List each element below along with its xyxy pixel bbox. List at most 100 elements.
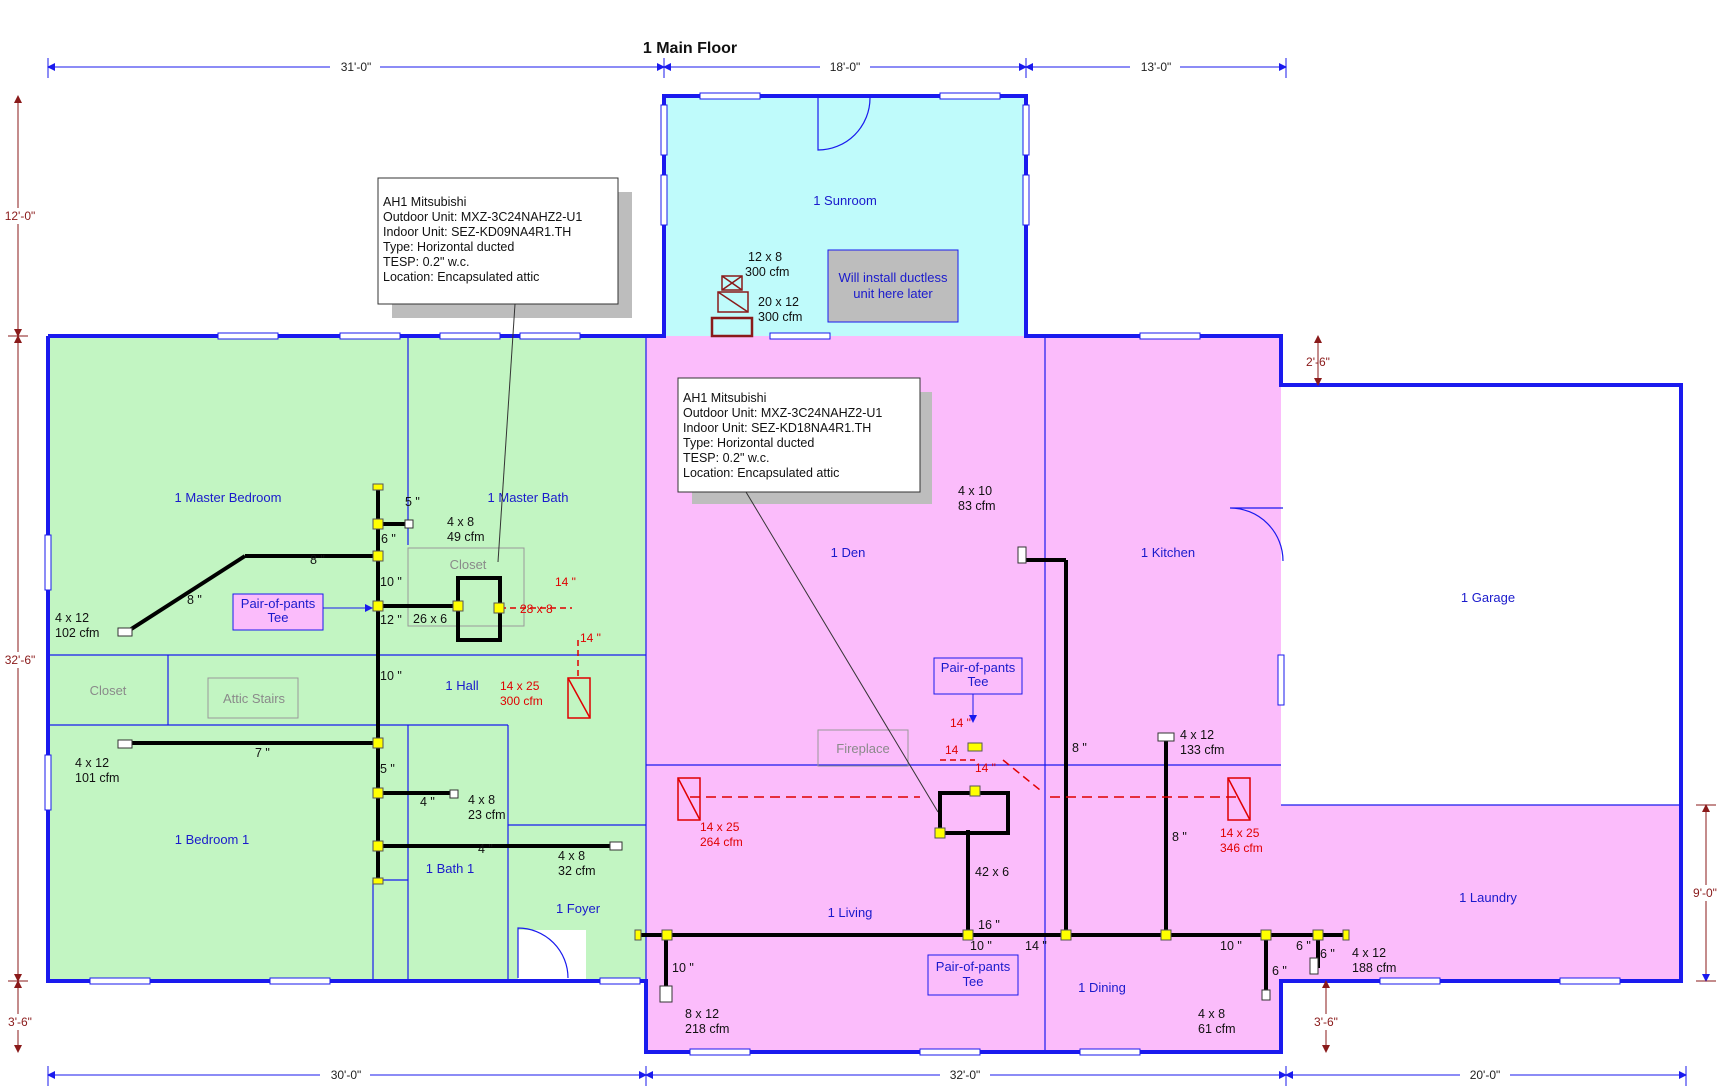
pants-tee-living-l1: Pair-of-pants xyxy=(936,959,1011,974)
duct-e10b: 10 " xyxy=(1220,939,1242,953)
closet-west-label: Closet xyxy=(90,683,127,698)
dimension-labels: 31'-0" 18'-0" 13'-0" 30'-0" 32'-0" 20'-0… xyxy=(2,58,1718,1083)
doors xyxy=(517,97,1284,979)
ret-living-right-2: 346 cfm xyxy=(1220,841,1263,855)
duct-r14d: 14 xyxy=(945,743,959,757)
note1-line2: Outdoor Unit: MXZ-3C24NAHZ2-U1 xyxy=(383,210,582,224)
note2-line4: Type: Horizontal ducted xyxy=(683,436,814,450)
pants-tee-west-l1: Pair-of-pants xyxy=(241,596,316,611)
duct-e16: 16 " xyxy=(978,918,1000,932)
reg-sunroom-a-1: 12 x 8 xyxy=(748,250,782,264)
reg-living-1: 8 x 12 xyxy=(685,1007,719,1021)
duct-w8a: 8 " xyxy=(310,553,325,567)
duct-e42x6: 42 x 6 xyxy=(975,865,1009,879)
reg-mbath-1: 4 x 8 xyxy=(447,515,474,529)
ret-living-left-1: 14 x 25 xyxy=(700,820,740,834)
sunroom-grilles xyxy=(710,275,754,338)
dim-top-1: 31'-0" xyxy=(341,60,372,74)
dim-bottom-1: 30'-0" xyxy=(331,1068,362,1082)
dim-left-3: 3'-6" xyxy=(8,1015,32,1029)
note1-line3: Indoor Unit: SEZ-KD09NA4R1.TH xyxy=(383,225,571,239)
reg-laundry-1: 4 x 12 xyxy=(1352,946,1386,960)
dim-bottom-2: 32'-0" xyxy=(950,1068,981,1082)
interior-walls xyxy=(48,336,1681,1052)
dim-top-3: 13'-0" xyxy=(1141,60,1172,74)
note1-line1: AH1 Mitsubishi xyxy=(383,195,466,209)
room-den: 1 Den xyxy=(831,545,866,560)
fireplace-box xyxy=(817,729,909,767)
windows xyxy=(44,92,1621,1056)
dim-right-1: 2'-6" xyxy=(1306,355,1330,369)
reg-hall-2: 23 cfm xyxy=(468,808,506,822)
room-kitchen: 1 Kitchen xyxy=(1141,545,1195,560)
gray-features: Closet Closet Attic Stairs Fireplace xyxy=(90,547,909,767)
duct-w5: 5 " xyxy=(405,495,420,509)
duct-w12: 12 " xyxy=(380,613,402,627)
duct-w8b: 8 " xyxy=(187,593,202,607)
return-labels: 14 x 25 300 cfm 14 x 25 264 cfm 14 x 25 … xyxy=(500,679,1263,855)
register-labels: 12 x 8 300 cfm 20 x 12 300 cfm 4 x 8 49 … xyxy=(55,250,1396,1036)
duct-w4a: 4 " xyxy=(420,795,435,809)
foyer-door-gap xyxy=(518,930,586,981)
duct-w4b: 4 " xyxy=(478,842,493,856)
room-master-bedroom: 1 Master Bedroom xyxy=(175,490,282,505)
note2-line2: Outdoor Unit: MXZ-3C24NAHZ2-U1 xyxy=(683,406,882,420)
duct-r14c: 14 " xyxy=(950,716,971,730)
reg-kright-1: 4 x 12 xyxy=(1180,728,1214,742)
dim-left-2: 32'-6" xyxy=(5,653,36,667)
plan-title: 1 Main Floor xyxy=(643,40,737,57)
duct-e6c: 6 " xyxy=(1320,947,1335,961)
reg-sunroom-b-1: 20 x 12 xyxy=(758,295,799,309)
green-zone xyxy=(48,336,646,981)
reg-dining-2: 61 cfm xyxy=(1198,1022,1236,1036)
ret-living-right-1: 14 x 25 xyxy=(1220,826,1260,840)
supply-registers xyxy=(117,519,1319,1003)
note1-line5: TESP: 0.2" w.c. xyxy=(383,255,469,269)
return-ducts xyxy=(500,607,1240,798)
duct-r14b: 14 " xyxy=(580,631,601,645)
reg-bath1-2: 32 cfm xyxy=(558,864,596,878)
duct-r28x8: 28 x 8 xyxy=(520,602,553,616)
reg-bed1-1: 4 x 12 xyxy=(75,756,109,770)
dim-top-2: 18'-0" xyxy=(830,60,861,74)
note2-line6: Location: Encapsulated attic xyxy=(683,466,839,480)
duct-w10a: 10 " xyxy=(380,575,402,589)
note1-line4: Type: Horizontal ducted xyxy=(383,240,514,254)
ductless-box xyxy=(827,249,959,323)
duct-e8b: 8 " xyxy=(1172,830,1187,844)
note2-line5: TESP: 0.2" w.c. xyxy=(683,451,769,465)
duct-w7: 7 " xyxy=(255,746,270,760)
room-labels: 1 Sunroom 1 Master Bedroom 1 Master Bath… xyxy=(175,193,1518,995)
reg-dining-1: 4 x 8 xyxy=(1198,1007,1225,1021)
laundry-zone xyxy=(1281,805,1681,981)
ductless-line1: Will install ductless xyxy=(838,270,948,285)
attic-stairs-label: Attic Stairs xyxy=(223,691,286,706)
room-garage: 1 Garage xyxy=(1461,590,1515,605)
dim-left-1: 12'-0" xyxy=(5,209,36,223)
reg-mbed-2: 102 cfm xyxy=(55,626,99,640)
duct-w10b: 10 " xyxy=(380,669,402,683)
duct-e10a: 10 " xyxy=(970,939,992,953)
reg-bath1-1: 4 x 8 xyxy=(558,849,585,863)
note2-line3: Indoor Unit: SEZ-KD18NA4R1.TH xyxy=(683,421,871,435)
duct-r14a: 14 " xyxy=(555,575,576,589)
pants-tee-living: Pair-of-pants Tee xyxy=(927,954,1019,996)
reg-ktop-2: 83 cfm xyxy=(958,499,996,513)
zone-fills xyxy=(48,96,1681,1052)
reg-kright-2: 133 cfm xyxy=(1180,743,1224,757)
reg-bed1-2: 101 cfm xyxy=(75,771,119,785)
duct-e6a: 6 " xyxy=(1296,939,1311,953)
equipment-note-1: AH1 Mitsubishi Outdoor Unit: MXZ-3C24NAH… xyxy=(377,177,632,563)
duct-w6: 6 " xyxy=(381,532,396,546)
closet-master-label: Closet xyxy=(450,557,487,572)
duct-w26x6: 26 x 6 xyxy=(413,612,447,626)
room-living: 1 Living xyxy=(828,905,873,920)
reg-sunroom-a-2: 300 cfm xyxy=(745,265,789,279)
pants-tee-west-l2: Tee xyxy=(268,610,289,625)
room-hall: 1 Hall xyxy=(445,678,478,693)
duct-e8a: 8 " xyxy=(1072,741,1087,755)
note2-line1: AH1 Mitsubishi xyxy=(683,391,766,405)
pants-tee-living-l2: Tee xyxy=(963,974,984,989)
room-dining: 1 Dining xyxy=(1078,980,1126,995)
reg-living-2: 218 cfm xyxy=(685,1022,729,1036)
